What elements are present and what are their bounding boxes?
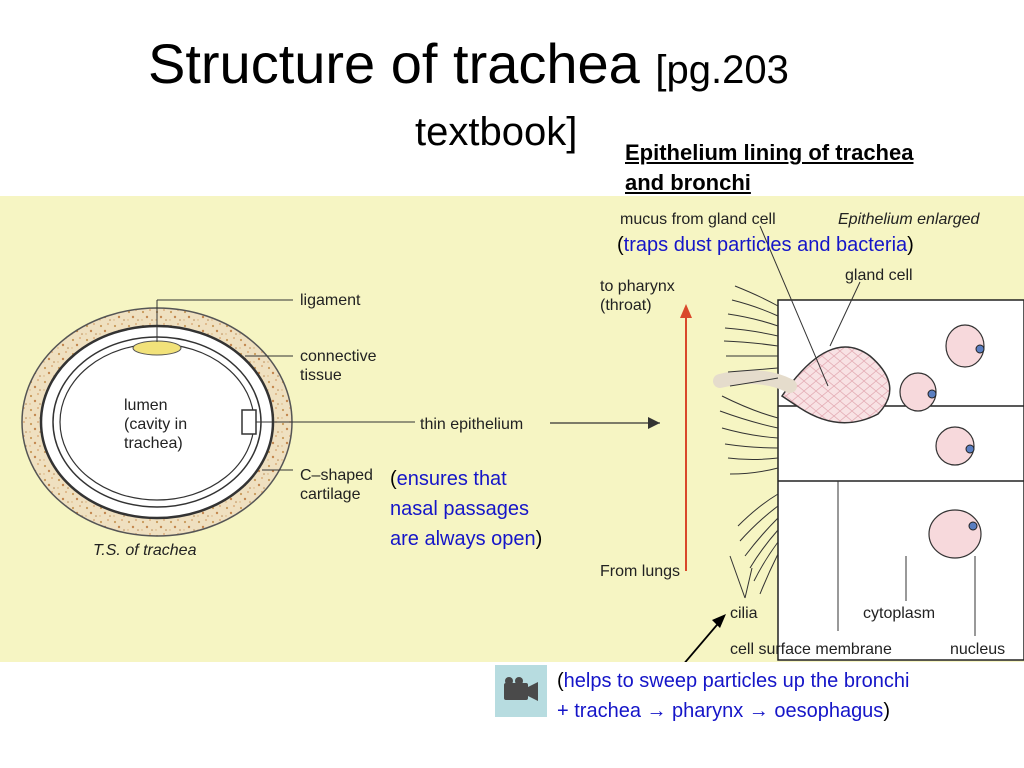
title-ref-part1: [pg.203 <box>655 48 789 92</box>
diagram-panel: ligament connective tissue lumen (cavity… <box>0 196 1024 662</box>
label-lumen-2: (cavity in <box>124 416 188 433</box>
label-epithelium-enlarged: Epithelium enlarged <box>838 211 980 228</box>
label-ts-caption: T.S. of trachea <box>93 542 197 559</box>
epithelium-heading-line2: and bronchi <box>625 170 751 195</box>
cilia-strands <box>719 285 779 595</box>
video-button[interactable] <box>495 665 547 717</box>
label-cell-surface-membrane: cell surface membrane <box>730 641 892 658</box>
cilia-arrow-head <box>712 614 726 628</box>
label-lumen-3: trachea) <box>124 435 183 452</box>
diagram-svg <box>21 225 1024 662</box>
note-sweep: (helps to sweep particles up the bronchi… <box>557 670 910 722</box>
label-lumen-1: lumen <box>124 397 168 414</box>
nuclei <box>899 324 985 559</box>
title-main-text: Structure of trachea <box>148 32 640 95</box>
label-cilia: cilia <box>730 605 758 622</box>
label-cshaped-2: cartilage <box>300 486 361 503</box>
label-ligament: ligament <box>300 292 361 309</box>
page-title: Structure of trachea [pg.203 <box>148 36 789 92</box>
enlarged-area-marker <box>241 409 257 435</box>
label-connective-2: tissue <box>300 367 342 384</box>
label-connective-1: connective <box>300 348 377 365</box>
gland-cell-vacuole <box>780 346 891 424</box>
title-ref-part2: textbook] <box>415 110 578 154</box>
label-gland-cell: gland cell <box>845 267 913 284</box>
cilia-arrow-line <box>684 618 723 662</box>
label-from-lungs: From lungs <box>600 563 681 580</box>
label-nucleus: nucleus <box>950 641 1006 658</box>
video-camera-icon <box>504 677 538 701</box>
note-ensures: (ensures that nasal passages are always … <box>390 468 543 550</box>
ligament <box>132 340 182 356</box>
label-cshaped-1: C–shaped <box>300 467 373 484</box>
direction-arrow-head <box>680 304 692 318</box>
label-to-pharynx-1: to pharynx <box>600 278 675 295</box>
note-traps: (traps dust particles and bacteria) <box>617 234 914 256</box>
epithelium-heading-line1: Epithelium lining of trachea <box>625 140 914 165</box>
label-to-pharynx-2: (throat) <box>600 297 652 314</box>
label-cytoplasm: cytoplasm <box>863 605 936 622</box>
label-mucus: mucus from gland cell <box>620 211 776 228</box>
mucus-stream <box>713 370 797 393</box>
label-thin-epithelium: thin epithelium <box>420 416 524 433</box>
epithelium-enlarged-diagram <box>713 225 1024 661</box>
epithelium-heading: Epithelium lining of trachea and bronchi <box>625 138 913 198</box>
trachea-cross-section <box>21 299 660 537</box>
